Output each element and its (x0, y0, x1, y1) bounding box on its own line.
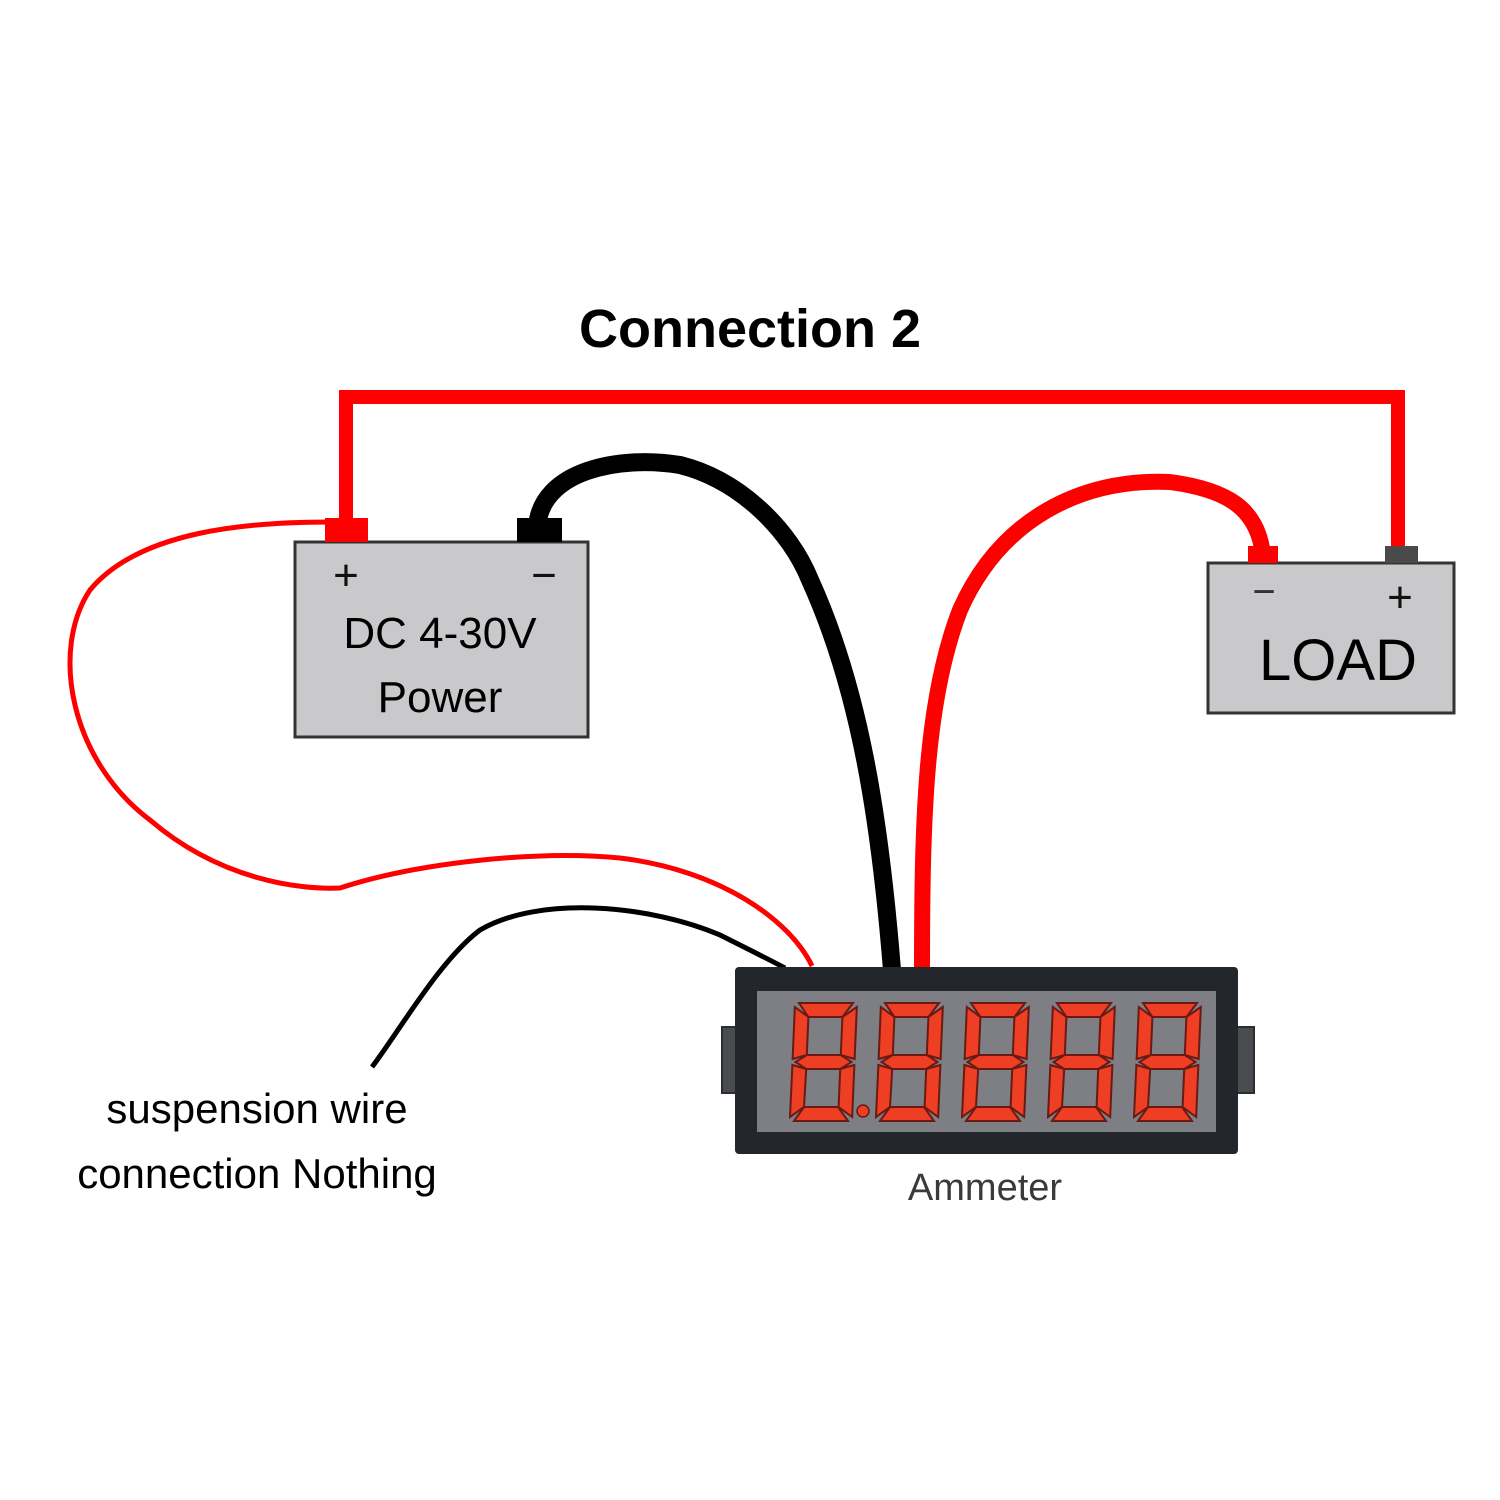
digit (960, 1002, 1030, 1122)
power-voltage-label: DC 4-30V (343, 609, 537, 658)
seven-segment-display (788, 1002, 1202, 1122)
segment-c (837, 1063, 856, 1119)
segment-d (964, 1106, 1022, 1122)
ammeter (721, 967, 1255, 1154)
power-supply-body (293, 540, 590, 739)
load-minus-symbol: − (1252, 570, 1275, 614)
wire-power-plus-to-ammeter (67, 519, 815, 968)
digit (788, 1002, 858, 1122)
power-supply-box: + − DC 4-30V Power (293, 518, 590, 739)
segment-c (1009, 1063, 1028, 1119)
digit (1046, 1002, 1116, 1122)
segment-f (791, 1005, 810, 1061)
suspension-note-line1: suspension wire (106, 1085, 407, 1132)
segment-g (879, 1054, 940, 1070)
load-label: LOAD (1259, 628, 1417, 693)
load-plus-terminal (1385, 546, 1418, 563)
segment-c (1095, 1063, 1114, 1119)
wire-suspension-unconnected (370, 905, 787, 1069)
wire-power-minus-to-ammeter (528, 453, 901, 971)
segment-d (878, 1106, 936, 1122)
suspension-note-line2: connection Nothing (77, 1150, 437, 1197)
ammeter-label: Ammeter (908, 1167, 1062, 1209)
segment-d (792, 1106, 850, 1122)
power-plus-terminal (325, 518, 368, 542)
load-box: − + LOAD (1206, 546, 1456, 715)
load-body (1206, 561, 1456, 715)
wire-load-minus-to-ammeter (914, 473, 1270, 971)
segment-c (1181, 1063, 1200, 1119)
digit (1132, 1002, 1202, 1122)
power-minus-terminal (517, 518, 562, 542)
digit (874, 1002, 944, 1122)
load-minus-terminal (1248, 546, 1278, 563)
power-label: Power (378, 673, 503, 722)
segment-f (1135, 1005, 1154, 1061)
power-minus-symbol: − (531, 551, 557, 600)
load-plus-symbol: + (1387, 573, 1413, 622)
segment-c (923, 1063, 942, 1119)
segment-g (793, 1054, 854, 1070)
segment-d (1136, 1106, 1194, 1122)
ammeter-right-clip (1235, 1026, 1255, 1094)
segment-g (1051, 1054, 1112, 1070)
power-plus-symbol: + (333, 551, 359, 600)
segment-g (1137, 1054, 1198, 1070)
segment-g (965, 1054, 1026, 1070)
wire-power-plus-to-load-plus (339, 390, 1405, 550)
segment-f (877, 1005, 896, 1061)
segment-f (1049, 1005, 1068, 1061)
diagram-title: Connection 2 (579, 299, 921, 359)
segment-d (1050, 1106, 1108, 1122)
decimal-point (856, 1104, 870, 1118)
segment-f (963, 1005, 982, 1061)
